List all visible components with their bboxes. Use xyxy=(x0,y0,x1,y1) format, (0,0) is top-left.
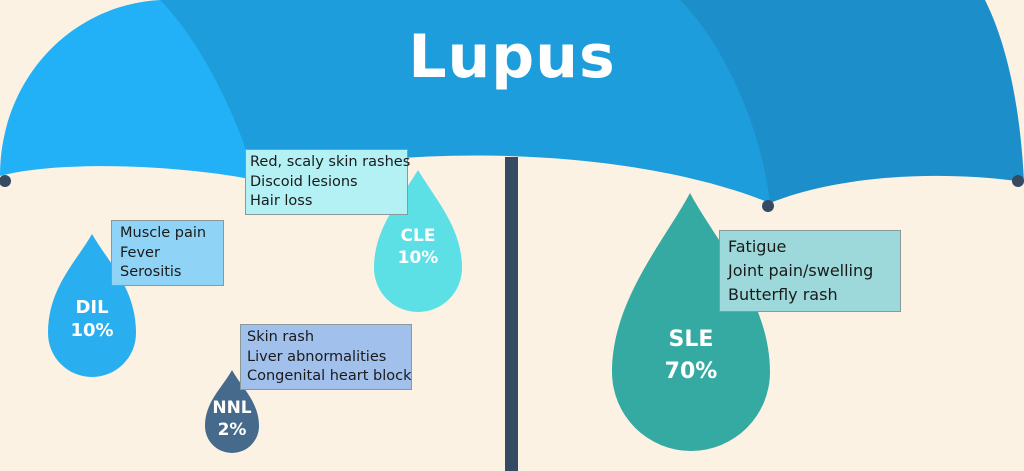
drop-percent-cle: 10% xyxy=(397,248,439,269)
drop-percent-sle: 70% xyxy=(664,358,718,384)
drop-nnl xyxy=(205,370,259,453)
umbrella-tip-middle xyxy=(762,200,774,212)
symptom-box-sle: Fatigue Joint pain/swelling Butterfly ra… xyxy=(719,230,901,312)
symptom-item: Red, scaly skin rashes xyxy=(250,154,411,170)
symptom-box-dil: Muscle pain Fever Serositis xyxy=(111,220,224,286)
drop-sle xyxy=(612,193,770,451)
umbrella-handle xyxy=(505,157,518,471)
symptom-box-cle: Red, scaly skin rashes Discoid lesions H… xyxy=(245,149,411,215)
umbrella-tip-right xyxy=(1012,175,1024,187)
drop-label-nnl: NNL 2% xyxy=(202,397,262,441)
symptom-item: Congenital heart block xyxy=(247,368,412,384)
drop-abbr-nnl: NNL xyxy=(212,398,252,418)
drop-abbr-sle: SLE xyxy=(668,327,714,352)
umbrella-tip-left xyxy=(0,175,11,187)
drop-abbr-cle: CLE xyxy=(400,226,436,246)
symptom-item: Liver abnormalities xyxy=(247,348,387,365)
drop-label-dil: DIL 10% xyxy=(52,296,132,343)
drop-label-cle: CLE 10% xyxy=(378,225,458,269)
symptom-item: Fever xyxy=(120,244,160,261)
symptom-item: Skin rash xyxy=(247,329,315,345)
diagram-title: Lupus xyxy=(408,22,616,92)
symptom-item: Muscle pain xyxy=(120,225,207,241)
symptom-item: Serositis xyxy=(120,264,182,280)
drop-abbr-dil: DIL xyxy=(75,297,109,318)
symptom-item: Joint pain/swelling xyxy=(728,261,874,280)
drop-percent-dil: 10% xyxy=(70,320,114,342)
symptom-item: Discoid lesions xyxy=(250,173,358,190)
drop-percent-nnl: 2% xyxy=(217,420,247,441)
symptom-item: Fatigue xyxy=(728,237,787,256)
drop-label-sle: SLE 70% xyxy=(641,324,741,388)
symptom-box-nnl: Skin rash Liver abnormalities Congenital… xyxy=(240,324,412,390)
symptom-item: Hair loss xyxy=(250,193,313,209)
symptom-item: Butterfly rash xyxy=(728,285,838,304)
umbrella-canopy-right xyxy=(680,0,1024,203)
